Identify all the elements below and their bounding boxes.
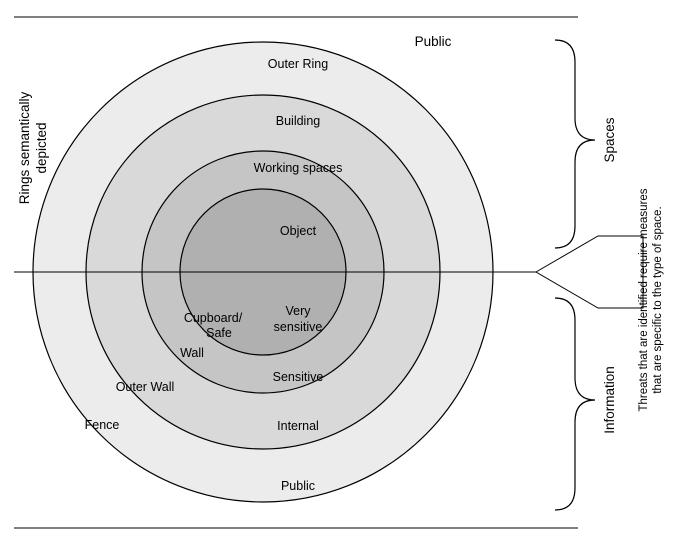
rings-title-line1: Rings semantically: [17, 91, 32, 204]
building-label: Building: [276, 114, 321, 128]
information-brace: [554, 297, 596, 511]
threats-note-line2: that are specific to the type of space.: [652, 206, 664, 393]
threats-note-line1: Threats that are identified require meas…: [638, 188, 650, 411]
spaces-brace: [554, 39, 596, 249]
fence-label: Fence: [85, 418, 120, 432]
wall-label: Wall: [180, 346, 204, 360]
outer-ring-label: Outer Ring: [268, 57, 328, 71]
pointer-arrow: [535, 235, 644, 309]
internal-label: Internal: [277, 419, 319, 433]
cupboard-safe-label-line1: Cupboard/: [184, 311, 243, 325]
sensitive-label: Sensitive: [273, 370, 324, 384]
spaces-label: Spaces: [602, 117, 617, 162]
top-public-label: Public: [415, 34, 452, 49]
object-label: Object: [280, 224, 317, 238]
very-sensitive-label-line2: sensitive: [274, 320, 323, 334]
cupboard-safe-label-line2: Safe: [206, 326, 232, 340]
rings-title-line2: depicted: [34, 122, 49, 173]
very-sensitive-label-line1: Very: [285, 304, 311, 318]
working-spaces-label: Working spaces: [254, 161, 343, 175]
lower-public-label: Public: [281, 479, 315, 493]
outer-wall-label: Outer Wall: [116, 380, 175, 394]
information-label: Information: [602, 366, 617, 434]
